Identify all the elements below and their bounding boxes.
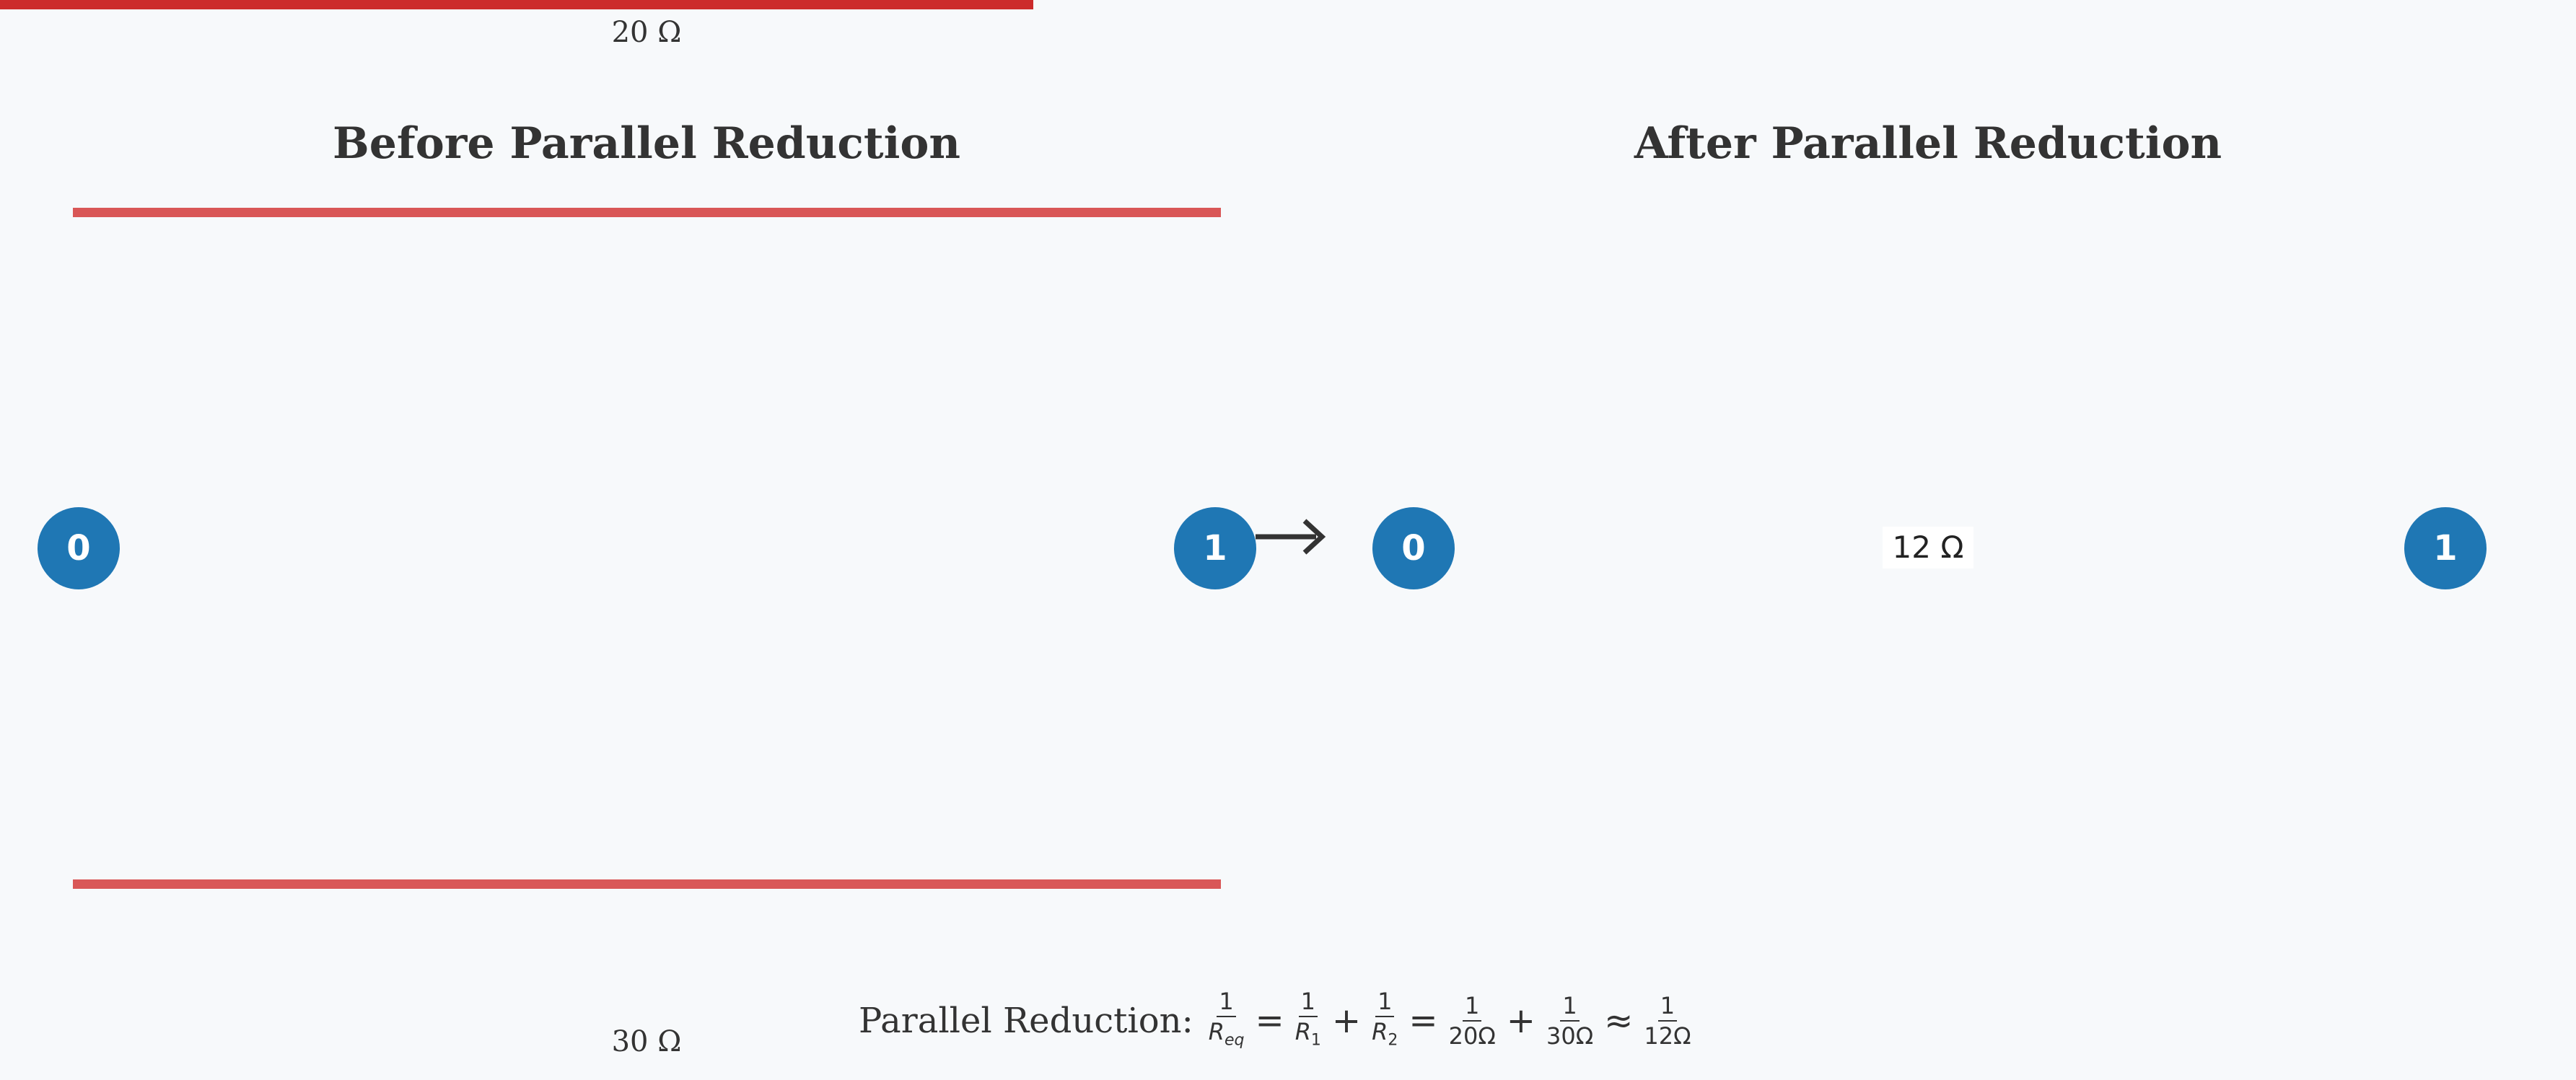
fraction-numerator: 1 [1298, 988, 1318, 1017]
formula-operator: = [1409, 1000, 1438, 1041]
fraction-denominator: R2 [1372, 1017, 1398, 1050]
resistor-30-wire [73, 879, 1221, 889]
formula-prefix: Parallel Reduction: [859, 1001, 1193, 1041]
fraction-denominator: 30Ω [1546, 1022, 1594, 1050]
fraction-denominator: 20Ω [1448, 1022, 1496, 1050]
formula-operator: + [1331, 1000, 1362, 1041]
fraction-numerator: 1 [1463, 993, 1482, 1022]
resistor-30-label: 30 Ω [611, 1025, 682, 1058]
after-node-1: 1 [2404, 507, 2487, 589]
formula-operator: ≈ [1604, 1000, 1634, 1041]
resistor-12-label: 12 Ω [1883, 527, 1973, 568]
resistor-20-wire [73, 208, 1221, 217]
after-node-0: 0 [1372, 507, 1455, 589]
before-title: Before Parallel Reduction [333, 118, 960, 169]
right-arrow-icon [1256, 519, 1326, 555]
fraction-denominator: R1 [1294, 1017, 1321, 1050]
fraction-numerator: 1 [1375, 988, 1395, 1017]
resistor-20-label: 20 Ω [611, 16, 682, 49]
fraction-numerator: 1 [1217, 988, 1236, 1017]
before-node-1: 1 [1174, 507, 1256, 589]
resistor-12-wire [0, 0, 1033, 9]
formula-operator: + [1506, 1000, 1535, 1041]
fraction-denominator: 12Ω [1644, 1022, 1691, 1050]
before-node-0: 0 [38, 507, 120, 589]
after-title: After Parallel Reduction [1634, 118, 2222, 169]
fraction-numerator: 1 [1657, 993, 1678, 1022]
fraction-denominator: Req [1208, 1017, 1245, 1050]
formula-operator: = [1255, 1000, 1284, 1041]
fraction-numerator: 1 [1560, 993, 1580, 1022]
